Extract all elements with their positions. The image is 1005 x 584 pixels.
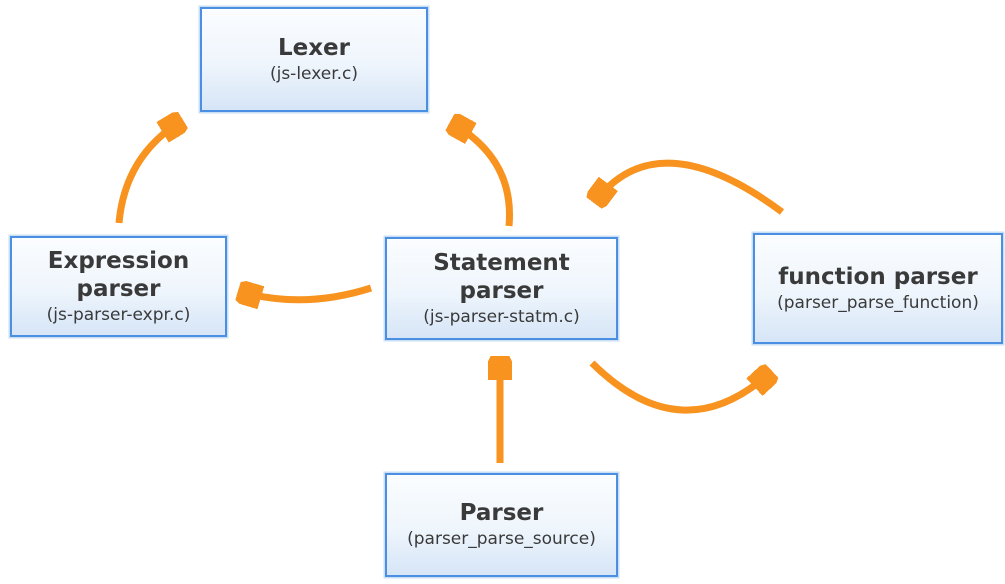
node-expression-parser-subtitle: (js-parser-expr.c) bbox=[46, 305, 191, 325]
node-function-parser-title: function parser bbox=[778, 263, 978, 290]
node-function-parser: function parser (parser_parse_function) bbox=[753, 233, 1003, 344]
node-lexer: Lexer (js-lexer.c) bbox=[200, 7, 428, 112]
edge-expression-parser-to-lexer bbox=[115, 120, 183, 224]
node-parser-title: Parser bbox=[459, 500, 544, 527]
node-expression-parser-title: Expression parser bbox=[47, 247, 190, 302]
node-lexer-subtitle: (js-lexer.c) bbox=[269, 63, 359, 84]
node-expression-parser: Expression parser (js-parser-expr.c) bbox=[10, 236, 227, 337]
node-statement-parser-subtitle: (js-parser-statm.c) bbox=[423, 307, 580, 327]
node-lexer-title: Lexer bbox=[277, 34, 351, 61]
node-statement-parser-title: Statement parser bbox=[433, 249, 570, 304]
node-parser: Parser (parser_parse_source) bbox=[385, 473, 618, 577]
edge-statement-parser-to-expression-parser bbox=[238, 288, 373, 300]
node-statement-parser: Statement parser (js-parser-statm.c) bbox=[385, 237, 618, 340]
node-function-parser-subtitle: (parser_parse_function) bbox=[777, 292, 979, 313]
edge-statement-parser-to-lexer bbox=[450, 122, 514, 227]
edge-statement-parser-to-function-parser bbox=[589, 360, 772, 414]
edge-function-parser-to-statement-parser bbox=[594, 159, 785, 215]
node-parser-subtitle: (parser_parse_source) bbox=[407, 529, 596, 550]
